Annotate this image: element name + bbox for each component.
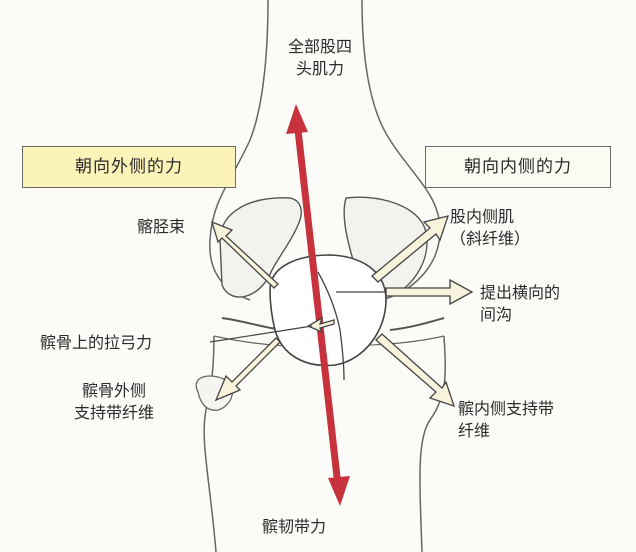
resultant-force-arrow [294, 129, 342, 487]
medial-arrows [371, 215, 474, 408]
patella-lateral-pull-label: 髌骨上的拉弓力 [40, 333, 153, 352]
tibia-outline [203, 335, 447, 552]
iliotibial-band-arrow [210, 220, 279, 289]
vastus-medialis-arrow [371, 215, 449, 283]
medial-retinaculum-label: 髌内侧支持带 纤维 [458, 399, 555, 440]
lateral-force-box: 朝向外侧的力 [22, 146, 236, 188]
trochlear-groove-arrow [385, 278, 474, 306]
medial-force-box: 朝向内侧的力 [425, 146, 611, 188]
patella-pull-arrow [306, 316, 335, 334]
patella [269, 254, 387, 367]
force-arrow-head-top [286, 104, 308, 134]
lateral-condyle [219, 197, 302, 298]
lateral-retinaculum-arrow [214, 337, 281, 402]
force-arrow-head-bottom [328, 476, 350, 506]
lateral-retinaculum-label: 髌骨外侧 支持带纤维 [74, 381, 155, 422]
medial-retinaculum-arrow [375, 333, 456, 408]
vastus-medialis-label: 股内侧肌 （斜纤维） [450, 207, 531, 248]
patella-axis-line [317, 271, 345, 381]
patellar-tendon-label: 髌韧带力 [262, 517, 327, 536]
patella-pull-leader [209, 325, 313, 343]
lateral-arrows [210, 220, 335, 402]
quadriceps-force-label: 全部股四 头肌力 [287, 37, 352, 78]
iliotibial-band-label: 髂胫束 [137, 217, 186, 236]
trochlear-groove-label: 提出横向的 间沟 [480, 283, 561, 324]
